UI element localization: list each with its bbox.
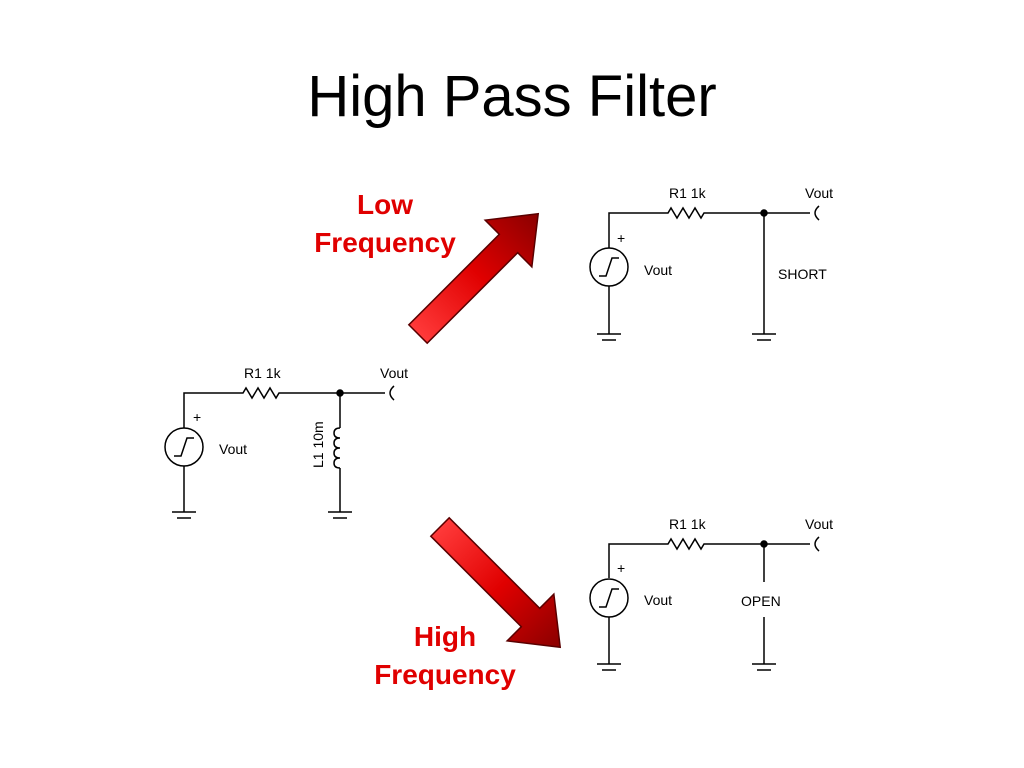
high-source-label: Vout xyxy=(644,592,672,608)
main-source-symbol xyxy=(174,437,194,457)
low-frequency-caption-line-2: Frequency xyxy=(314,227,456,258)
main-output-label: Vout xyxy=(380,365,408,381)
high-source-polarity: + xyxy=(617,560,625,576)
high-source-ground xyxy=(597,663,621,671)
slide-title: High Pass Filter xyxy=(307,64,717,129)
main-resistor xyxy=(232,386,290,400)
high-output-label: Vout xyxy=(805,516,833,532)
low-output-terminal xyxy=(814,205,820,221)
high-frequency-caption-line-2: Frequency xyxy=(374,659,516,690)
main-source-label: Vout xyxy=(219,441,247,457)
low-source-symbol xyxy=(599,257,619,277)
main-resistor-label: R1 1k xyxy=(244,365,282,381)
main-wire-left xyxy=(183,392,232,428)
low-resistor xyxy=(657,206,715,220)
high-output-terminal xyxy=(814,536,820,552)
high-resistor xyxy=(657,537,715,551)
low-source-polarity: + xyxy=(617,230,625,246)
high-resistor-label: R1 1k xyxy=(669,516,707,532)
low-frequency-circuit xyxy=(589,205,820,341)
low-wire-left xyxy=(608,212,657,248)
low-output-label: Vout xyxy=(805,185,833,201)
high-frequency-caption-line-1: High xyxy=(413,621,477,652)
main-source-polarity: + xyxy=(193,409,201,425)
arrow-up-right-icon xyxy=(407,212,540,345)
main-inductor xyxy=(333,427,341,469)
high-branch-label: OPEN xyxy=(741,593,781,609)
low-resistor-label: R1 1k xyxy=(669,185,707,201)
arrow-down-right-icon xyxy=(429,516,562,649)
low-source-label: Vout xyxy=(644,262,672,278)
high-branch-ground xyxy=(752,663,776,671)
main-inductor-label: L1 10m xyxy=(310,421,326,468)
low-branch-label: SHORT xyxy=(778,266,827,282)
low-frequency-caption: Low Frequency xyxy=(290,186,480,262)
low-frequency-caption-line-1: Low xyxy=(357,189,413,220)
high-frequency-caption: High Frequency xyxy=(350,618,540,694)
main-inductor-ground xyxy=(328,511,352,519)
high-source-symbol xyxy=(599,588,619,608)
main-output-terminal xyxy=(389,385,395,401)
high-wire-left xyxy=(608,543,657,578)
main-circuit xyxy=(164,385,395,519)
high-frequency-circuit xyxy=(589,536,820,671)
low-branch-ground xyxy=(752,333,776,341)
low-source-ground xyxy=(597,333,621,341)
main-source-ground xyxy=(172,511,196,519)
